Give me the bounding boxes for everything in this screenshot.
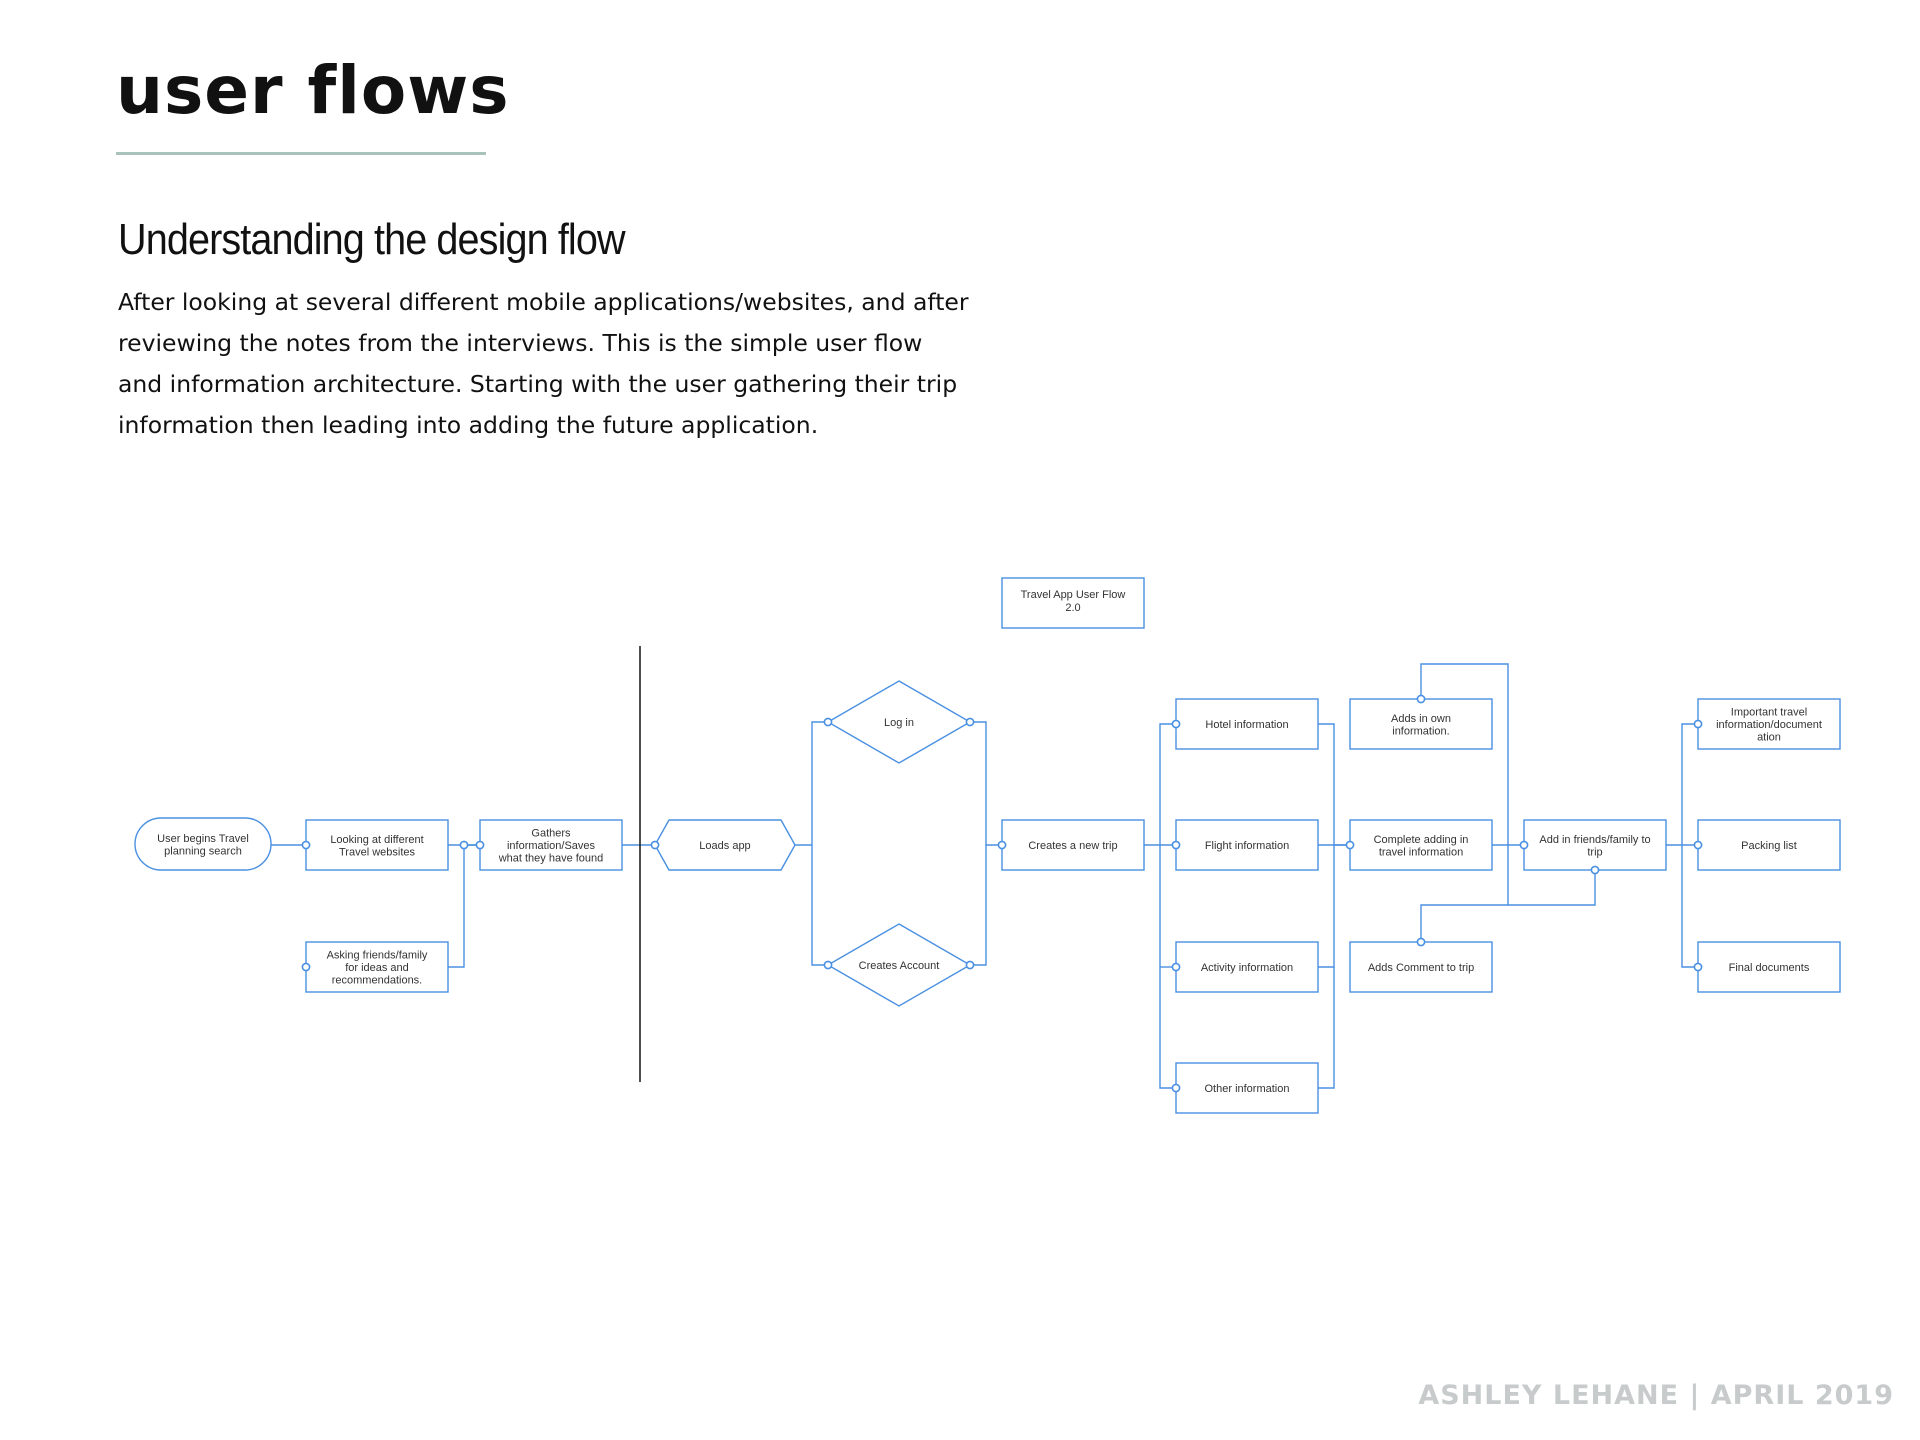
final-docs-label: Final documents <box>1729 962 1810 974</box>
connector-dot <box>459 840 469 850</box>
loads-app-label: Loads app <box>699 840 750 852</box>
adds-comment-box <box>1349 941 1493 993</box>
connector-dot <box>823 717 833 727</box>
connector-dot <box>1171 1083 1181 1093</box>
user-begins-box <box>134 817 272 871</box>
connector-dot <box>1590 865 1600 875</box>
connector-dot <box>1693 962 1703 972</box>
add-friends-box <box>1523 819 1667 871</box>
connector-line <box>795 721 828 846</box>
connector-line <box>448 844 480 968</box>
gathers-info-label: information/Saves <box>507 840 596 852</box>
connector-dot <box>1171 840 1181 850</box>
connector-line <box>1159 845 1176 1089</box>
connector-line <box>1318 967 1335 1089</box>
log-in-label: Log in <box>884 717 914 729</box>
activity-info-box <box>1175 941 1319 993</box>
looking-websites-label: Looking at different <box>330 834 423 846</box>
add-friends-label: Add in friends/family to <box>1539 834 1650 846</box>
connector-dot <box>1416 937 1426 947</box>
intro-line: After looking at several different mobil… <box>118 288 969 316</box>
complete-adding-label: travel information <box>1379 846 1463 858</box>
complete-adding-label: Complete adding in <box>1374 834 1469 846</box>
page-title: user flows <box>116 52 510 129</box>
other-info-box <box>1175 1062 1319 1114</box>
important-docs-label: ation <box>1757 732 1781 744</box>
activity-info-label: Activity information <box>1201 962 1293 974</box>
connector-dot <box>301 840 311 850</box>
connector-dot <box>1171 962 1181 972</box>
connector-dot <box>1416 694 1426 704</box>
diagram-title: 2.0 <box>1065 602 1080 614</box>
intro-line: and information architecture. Starting w… <box>118 370 958 398</box>
gathers-info-label: Gathers <box>531 828 571 840</box>
connector-line <box>811 845 828 966</box>
gathers-info-label: what they have found <box>498 853 604 865</box>
footer-credit: ASHLEY LEHANE | APRIL 2019 <box>1418 1380 1894 1411</box>
connector-line <box>1420 904 1508 942</box>
hotel-info-label: Hotel information <box>1205 719 1288 731</box>
connector-line <box>1681 723 1698 845</box>
packing-list-label: Packing list <box>1741 840 1797 852</box>
looking-websites-label: Travel websites <box>339 846 416 858</box>
connector-line <box>1420 663 1596 906</box>
add-friends-label: trip <box>1587 846 1602 858</box>
connector-line <box>1159 723 1176 845</box>
asking-friends-box <box>305 941 449 993</box>
final-docs-box <box>1697 941 1841 993</box>
user-begins-label: User begins Travel <box>157 833 249 845</box>
important-docs-box <box>1697 698 1841 750</box>
section-heading: Understanding the design flow <box>118 215 626 264</box>
connector-line <box>1318 845 1335 968</box>
adds-own-info-label: information. <box>1392 725 1449 737</box>
connector-dot <box>1345 840 1355 850</box>
connector-dot <box>997 840 1007 850</box>
log-in-diamond <box>826 680 972 764</box>
adds-comment-label: Adds Comment to trip <box>1368 962 1474 974</box>
intro-line: reviewing the notes from the interviews.… <box>118 329 923 357</box>
intro-paragraph: After looking at several different mobil… <box>118 282 978 446</box>
connector-dot <box>301 962 311 972</box>
asking-friends-label: for ideas and <box>345 962 409 974</box>
adds-own-info-label: Adds in own <box>1391 713 1451 725</box>
creates-account-diamond <box>826 923 972 1007</box>
other-info-label: Other information <box>1205 1083 1290 1095</box>
diagram-title-box <box>1001 577 1145 629</box>
asking-friends-label: recommendations. <box>332 975 423 987</box>
important-docs-label: information/document <box>1716 719 1822 731</box>
connector-dot <box>1693 719 1703 729</box>
packing-list-box <box>1697 819 1841 871</box>
creates-trip-label: Creates a new trip <box>1028 840 1117 852</box>
user-begins-label: planning search <box>164 845 242 857</box>
connector-dot <box>475 840 485 850</box>
diagram-title: Travel App User Flow <box>1021 589 1126 601</box>
important-docs-label: Important travel <box>1731 707 1807 719</box>
connector-dot <box>965 717 975 727</box>
connector-line <box>970 721 1002 846</box>
connector-dot <box>1171 719 1181 729</box>
creates-trip-box <box>1001 819 1145 871</box>
connector-line <box>1318 723 1350 846</box>
title-underline <box>116 152 486 155</box>
connector-dot <box>965 960 975 970</box>
flight-info-label: Flight information <box>1205 840 1289 852</box>
connector-dot <box>1693 840 1703 850</box>
complete-adding-box <box>1349 819 1493 871</box>
asking-friends-label: Asking friends/family <box>327 950 428 962</box>
connector-dot <box>650 840 660 850</box>
creates-account-label: Creates Account <box>859 960 940 972</box>
connector-dot <box>1519 840 1529 850</box>
intro-line: information then leading into adding the… <box>118 411 819 439</box>
flight-info-box <box>1175 819 1319 871</box>
connector-line <box>1681 845 1698 968</box>
connector-dot <box>823 960 833 970</box>
connector-line <box>970 845 987 966</box>
